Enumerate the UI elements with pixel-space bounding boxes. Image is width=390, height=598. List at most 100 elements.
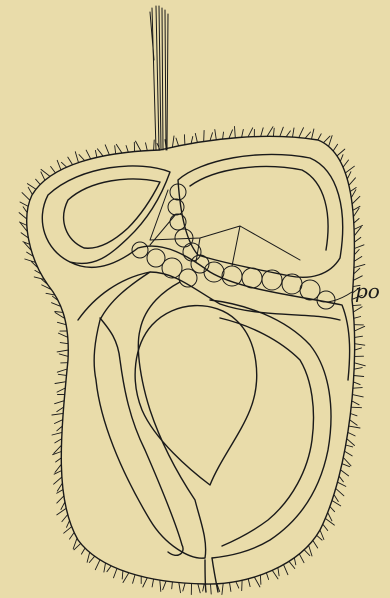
- cilium: [254, 577, 260, 587]
- cilium: [28, 187, 32, 194]
- left-fold-inner: [100, 318, 183, 555]
- cilium: [210, 133, 213, 141]
- cilium: [325, 518, 334, 525]
- cilium: [317, 535, 323, 540]
- right-fold-inner: [220, 318, 314, 546]
- cilium: [305, 132, 310, 138]
- cilium: [57, 322, 66, 324]
- cilium: [353, 305, 361, 306]
- cilium: [229, 130, 233, 139]
- cilium: [60, 343, 68, 344]
- cilium: [353, 388, 362, 389]
- cilium: [152, 579, 154, 587]
- cilium: [349, 426, 360, 428]
- cilium: [304, 550, 310, 556]
- cilium: [64, 527, 72, 534]
- cilium: [348, 432, 355, 436]
- cilium: [136, 141, 141, 151]
- cilium: [312, 129, 314, 139]
- cilium: [179, 583, 181, 593]
- cilium: [354, 264, 365, 267]
- cilium: [61, 502, 65, 509]
- right-lobe-outer: [178, 154, 343, 277]
- cilium: [172, 136, 174, 147]
- cilium: [347, 172, 351, 179]
- cilium: [336, 488, 344, 495]
- cilium: [351, 407, 361, 408]
- cilium: [114, 568, 118, 577]
- cilium: [55, 420, 63, 424]
- cilium: [332, 501, 341, 506]
- cilium: [22, 193, 30, 201]
- cilium: [176, 138, 179, 146]
- cilium: [260, 575, 261, 584]
- cilium: [163, 581, 166, 590]
- cilium: [56, 458, 62, 462]
- cilium: [57, 369, 67, 372]
- cilium: [354, 368, 362, 370]
- cilium: [343, 160, 348, 167]
- cilium: [36, 179, 41, 184]
- central-sac: [135, 306, 257, 485]
- right-lobe-inner: [190, 167, 328, 250]
- cilium: [320, 530, 324, 540]
- outer-body-contour: [27, 136, 355, 584]
- cilium: [267, 127, 273, 137]
- cilium: [284, 565, 288, 575]
- cilium: [278, 568, 279, 576]
- cilium: [195, 133, 197, 142]
- cilium: [346, 445, 353, 447]
- cilium: [350, 420, 358, 425]
- cilium: [354, 245, 364, 249]
- cilium: [338, 482, 346, 486]
- cilium: [230, 583, 231, 592]
- cilium: [81, 548, 85, 554]
- cilium: [354, 376, 364, 377]
- cilium: [198, 584, 200, 593]
- cilium: [55, 312, 63, 313]
- cilium: [354, 317, 361, 319]
- cilium: [123, 573, 129, 583]
- cilium: [172, 582, 173, 589]
- cilium: [330, 507, 335, 512]
- cilium: [242, 130, 244, 138]
- cilium: [339, 476, 343, 482]
- cilium: [143, 578, 148, 587]
- cilium: [222, 583, 223, 594]
- ventral-groove-right: [212, 558, 218, 592]
- cilium: [354, 227, 361, 236]
- cilium: [57, 496, 64, 503]
- cilium: [133, 575, 135, 584]
- cilium: [280, 127, 284, 136]
- left-lobe-inner: [64, 179, 160, 248]
- cilium: [341, 470, 349, 476]
- cilium: [248, 579, 250, 587]
- cilium: [342, 464, 350, 467]
- cilium: [289, 561, 295, 568]
- cilium: [333, 144, 337, 151]
- label-po: po: [355, 281, 380, 301]
- cilium: [57, 426, 63, 431]
- cilium: [318, 134, 321, 140]
- cilium: [61, 162, 66, 167]
- cilium: [154, 140, 155, 150]
- cilium: [211, 584, 212, 594]
- cilium: [334, 495, 338, 502]
- cilium: [70, 533, 75, 540]
- cilium: [87, 552, 90, 562]
- cilium: [89, 556, 94, 562]
- cilium: [354, 363, 365, 366]
- cilium: [58, 374, 66, 375]
- cilium: [203, 584, 205, 591]
- cilium: [294, 558, 296, 565]
- cilium: [116, 144, 122, 153]
- cilium: [146, 143, 148, 151]
- cilium: [52, 413, 63, 415]
- cilium: [79, 155, 85, 161]
- cilium: [355, 348, 362, 350]
- cilium: [122, 571, 123, 579]
- cilium: [272, 570, 278, 579]
- cilium: [354, 326, 364, 331]
